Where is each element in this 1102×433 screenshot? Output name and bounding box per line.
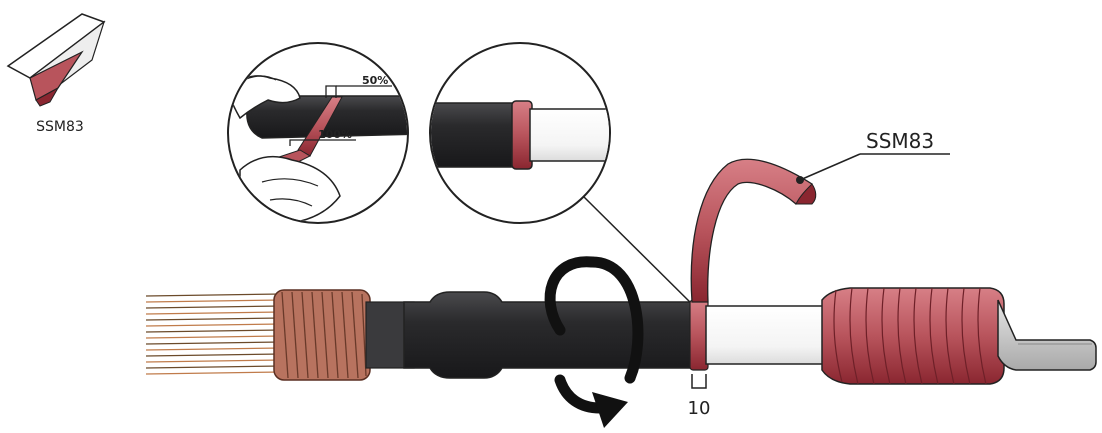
tape-end-detail-circle bbox=[429, 42, 611, 224]
cable-lug bbox=[997, 299, 1097, 371]
overlap-100-label: 100% bbox=[318, 128, 352, 141]
tape-roll-icon bbox=[6, 13, 106, 107]
cable-strands bbox=[145, 293, 283, 375]
insulation bbox=[705, 305, 833, 365]
tape-roll-label: SSM83 bbox=[36, 119, 84, 135]
dimension-value: 10 bbox=[688, 398, 711, 419]
overlap-50-label: 50% bbox=[362, 74, 388, 87]
tape-callout-label: SSM83 bbox=[866, 129, 934, 153]
lug-barrel-taped bbox=[821, 287, 1005, 385]
tape-strip bbox=[690, 158, 813, 303]
dimension-bracket bbox=[691, 374, 707, 389]
rotation-arrow-icon bbox=[544, 256, 644, 428]
overlap-detail-circle: 50% 100% bbox=[227, 42, 409, 224]
detail-leader-line bbox=[582, 195, 701, 313]
copper-winding bbox=[273, 289, 371, 381]
